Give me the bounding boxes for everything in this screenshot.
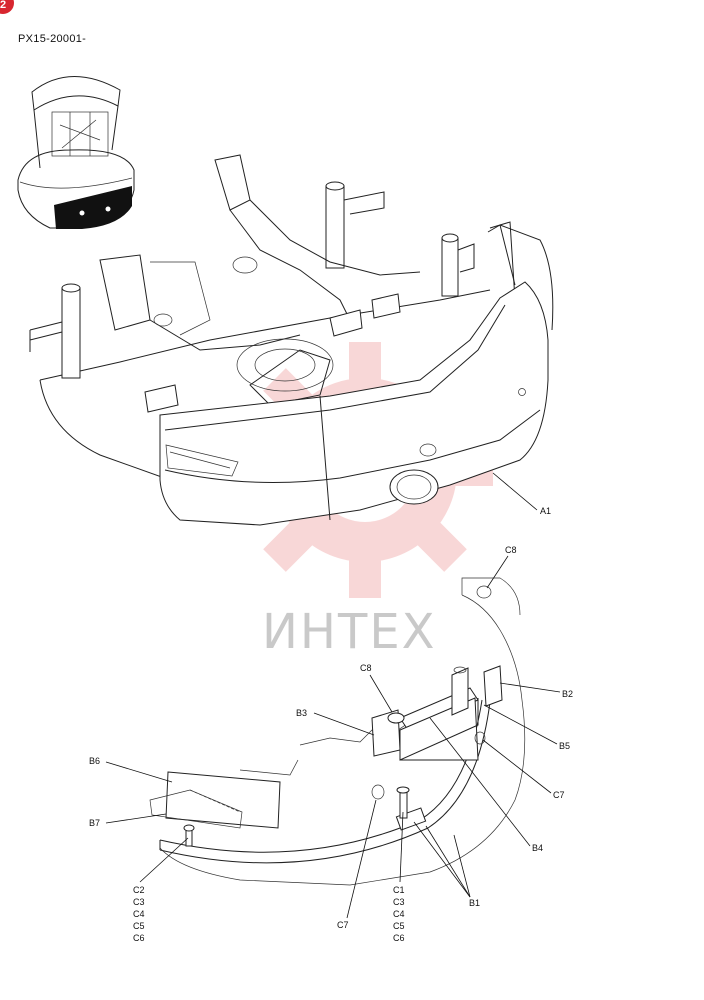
callout-stack-left-3: C5	[133, 921, 145, 931]
upper-frame-assembly	[29, 154, 516, 481]
callout-c8-mid: C8	[360, 663, 372, 673]
leader-lines	[105, 472, 561, 919]
callout-labels: A1 C8 C8 B3 B2 B5 C7 B4 B1 B6 B7 C7 C2 C…	[89, 506, 573, 943]
callout-b2: B2	[562, 689, 573, 699]
page-badge: 2	[0, 0, 14, 14]
callout-c8-top: C8	[505, 545, 517, 555]
excavator-overview-icon	[17, 76, 135, 229]
callout-b7: B7	[89, 818, 100, 828]
callout-stack-right-4: C6	[393, 933, 405, 943]
callout-stack-left-2: C4	[133, 909, 145, 919]
callout-b4: B4	[532, 843, 543, 853]
callout-b6: B6	[89, 756, 100, 766]
callout-stack-right-0: C1	[393, 885, 405, 895]
callout-b5: B5	[559, 741, 570, 751]
callout-stack-right-1: C3	[393, 897, 405, 907]
callout-a1: A1	[540, 506, 551, 516]
callout-b3: B3	[296, 708, 307, 718]
callout-stack-left-1: C3	[133, 897, 145, 907]
callout-c7-bottom: C7	[337, 920, 349, 930]
counterweight-a1	[159, 224, 554, 526]
callout-stack-right-2: C4	[393, 909, 405, 919]
watermark-text: ИНТЕХ	[262, 604, 437, 660]
callout-stack-left-0: C2	[133, 885, 145, 895]
callout-c7-right: C7	[553, 790, 565, 800]
callout-stack-left-4: C6	[133, 933, 145, 943]
callout-stack-right-3: C5	[393, 921, 405, 931]
serial-range-label: PX15-20001-	[18, 33, 87, 45]
callout-b1: B1	[469, 898, 480, 908]
